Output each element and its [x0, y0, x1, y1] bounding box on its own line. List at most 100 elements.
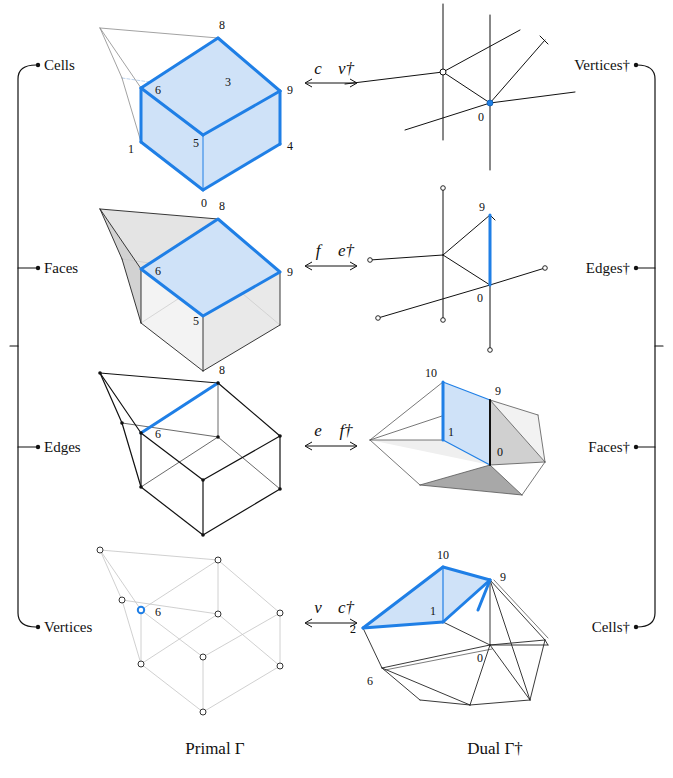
arrow-head	[305, 79, 312, 87]
edge-line	[280, 272, 281, 325]
vertex-dot	[441, 186, 446, 191]
face-fill	[490, 400, 545, 465]
edge-line	[490, 15, 491, 103]
vertex-dot	[200, 654, 206, 660]
vertex-dot	[138, 661, 144, 667]
edge-line	[494, 580, 548, 638]
edge-line	[218, 560, 280, 613]
vertex-dot	[277, 610, 283, 616]
edge-line	[420, 700, 470, 705]
vertex-number: 9	[500, 571, 506, 583]
vertex-dot	[98, 371, 102, 375]
edge-line	[141, 610, 203, 657]
duality-symbol: f	[316, 242, 321, 259]
duality-symbol: v	[314, 599, 322, 616]
edge-line	[405, 103, 490, 130]
edge-line	[203, 657, 204, 712]
edge-line	[490, 580, 545, 640]
duality-symbol: e	[314, 422, 322, 439]
dual-cell	[363, 567, 548, 705]
edge-line	[363, 567, 443, 628]
primal-vertex	[97, 547, 283, 715]
duality-symbol: f†	[339, 422, 352, 439]
duality-symbol: c†	[338, 599, 354, 616]
axis-caption: Primal Γ	[185, 740, 244, 757]
primal-edge	[98, 371, 282, 537]
row-label: Cells†	[592, 620, 630, 635]
edge-line	[443, 72, 490, 103]
edge-line	[100, 209, 141, 269]
vertex-dot	[119, 597, 125, 603]
edge-line	[490, 580, 530, 700]
face-fill	[443, 382, 490, 465]
edge-line	[443, 567, 490, 580]
vertex-dot	[440, 69, 446, 75]
edge-line	[100, 550, 122, 600]
vertex-dot	[634, 63, 638, 67]
edge-line	[540, 36, 548, 44]
vertex-number: 8	[219, 364, 225, 376]
face-fill	[363, 567, 490, 628]
edge-line	[442, 567, 443, 622]
edge-line	[141, 323, 203, 371]
edge-line	[420, 465, 490, 485]
primal-face	[100, 209, 280, 371]
edge-line	[382, 645, 490, 668]
edge-line	[203, 144, 280, 190]
edge-line	[218, 437, 280, 489]
edge-line	[382, 668, 420, 700]
edge-line	[18, 446, 37, 447]
edge-line	[141, 664, 203, 712]
vertex-number: 5	[193, 315, 199, 327]
edge-line	[218, 383, 280, 436]
vertex-number: 1	[128, 143, 134, 155]
edge-line	[306, 266, 356, 267]
arrow-head	[305, 619, 312, 627]
edge-line	[122, 423, 141, 487]
face-fill	[490, 400, 545, 462]
edge-line	[280, 613, 281, 666]
arrow-head	[350, 442, 357, 450]
vertex-dot	[36, 266, 40, 270]
edge-line	[100, 28, 141, 88]
vertex-dot	[200, 709, 206, 715]
edge-line	[490, 465, 522, 495]
edge-line	[443, 30, 520, 72]
edge-line	[203, 91, 280, 135]
edge-line	[141, 433, 203, 480]
vertex-number: 8	[219, 200, 225, 212]
edge-line	[522, 462, 545, 495]
vertex-number: 6	[155, 606, 161, 618]
vertex-dot	[139, 485, 143, 489]
edge-line	[203, 436, 280, 480]
edge-line	[490, 580, 491, 645]
vertex-number: 0	[477, 652, 483, 664]
edge-line	[10, 345, 18, 346]
vertex-dot	[543, 266, 548, 271]
edge-line	[370, 440, 420, 485]
row-label: Vertices†	[574, 58, 630, 73]
vertex-dot	[278, 434, 282, 438]
vertex-number: 6	[367, 675, 373, 687]
edge-line	[345, 72, 443, 84]
brackets	[10, 63, 663, 629]
edge-line	[100, 28, 122, 78]
bracket	[18, 65, 36, 627]
vertex-number: 5	[193, 137, 199, 149]
vertex-number: 2	[350, 623, 356, 635]
edge-line	[545, 640, 548, 645]
edge-line	[470, 700, 530, 705]
edge-line	[637, 446, 655, 447]
edge-line	[122, 259, 141, 323]
edge-line	[363, 628, 382, 668]
edge-line	[490, 645, 548, 646]
vertex-dot	[488, 348, 493, 353]
duality-arrows	[305, 79, 357, 627]
edge-line	[443, 215, 490, 255]
edge-line	[442, 382, 445, 440]
dual-edge	[368, 186, 548, 353]
edge-line	[203, 489, 280, 535]
edge-line	[443, 4, 444, 72]
edge-line	[141, 560, 218, 610]
